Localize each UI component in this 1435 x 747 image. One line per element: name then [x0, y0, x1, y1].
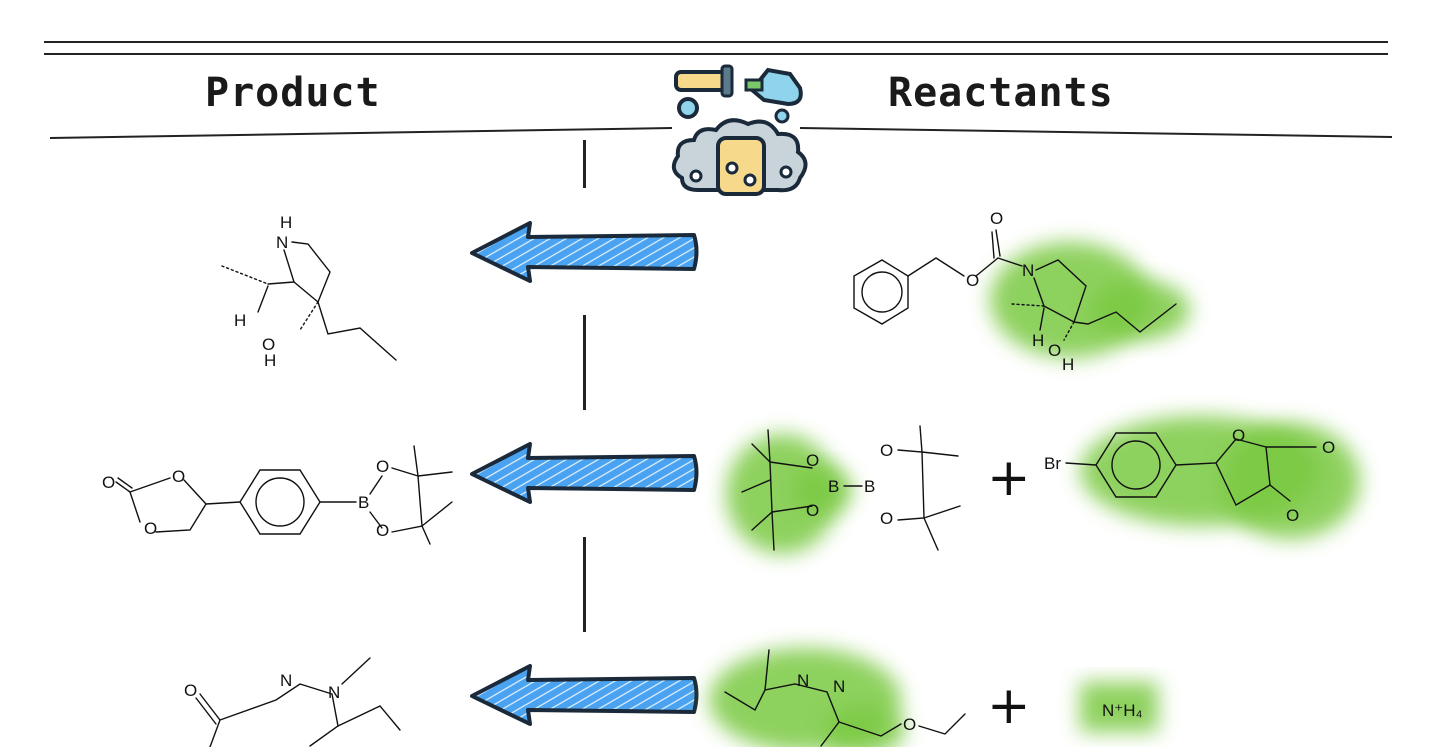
- atom-label: O: [990, 209, 1003, 228]
- atom-label: O: [102, 473, 115, 492]
- atom-label: N: [1022, 261, 1034, 280]
- ammonium-label: N⁺H₄: [1102, 701, 1143, 720]
- atom-label: O: [1286, 506, 1299, 525]
- atom-label: O: [1322, 438, 1335, 457]
- atom-label: O: [172, 467, 185, 486]
- atom-label: B: [828, 477, 839, 496]
- atom-label: O: [806, 501, 819, 520]
- reactant-molecule-3b: N⁺H₄: [1080, 682, 1158, 732]
- top-rule: [44, 41, 1388, 43]
- center-divider-2: [583, 315, 586, 410]
- atom-label: O: [880, 441, 893, 460]
- reaction-arrow-1: [470, 221, 699, 283]
- atom-label: B: [864, 477, 875, 496]
- atom-label: O: [184, 681, 197, 700]
- plus-sign-row-2: +: [987, 448, 1031, 508]
- atom-label: H: [264, 351, 276, 370]
- chemistry-lab-icon: [671, 64, 808, 196]
- product-molecule-2: O O O B O O: [102, 445, 453, 545]
- atom-label: N: [833, 677, 845, 696]
- center-divider-1: [583, 140, 586, 188]
- atom-label: N: [328, 683, 340, 702]
- center-divider-3: [583, 537, 586, 632]
- atom-label: O: [806, 451, 819, 470]
- reactant-molecule-2b: Br O O O: [1044, 416, 1360, 539]
- atom-label: O: [903, 715, 916, 734]
- atom-label: O: [262, 335, 275, 354]
- product-molecule-3: O N N: [184, 657, 401, 747]
- atom-label: Br: [1044, 454, 1061, 473]
- atom-label: B: [358, 493, 369, 512]
- atom-label: H: [1062, 355, 1074, 374]
- atom-label: N: [276, 233, 288, 252]
- atom-label: O: [376, 457, 389, 476]
- atom-label: O: [376, 521, 389, 540]
- top-rule-secondary: [44, 53, 1388, 55]
- atom-label: O: [1048, 341, 1061, 360]
- product-header: Product: [205, 70, 381, 116]
- atom-label: O: [880, 509, 893, 528]
- reactants-header: Reactants: [888, 70, 1114, 116]
- atom-label: H: [280, 213, 292, 232]
- reactant-molecule-3a: N N O: [709, 648, 966, 747]
- reaction-arrow-3: [470, 664, 699, 726]
- product-molecule-1: H N H O H: [221, 213, 397, 370]
- atom-label: O: [1232, 426, 1245, 445]
- atom-label: N: [280, 671, 292, 690]
- reactant-molecule-2a: O B B O O O: [726, 425, 961, 554]
- plus-sign-row-3: +: [987, 676, 1031, 736]
- atom-label: O: [144, 519, 157, 538]
- atom-label: N: [797, 671, 809, 690]
- atom-label: H: [234, 311, 246, 330]
- atom-label: O: [966, 271, 979, 290]
- reactant-molecule-1: O O N H O H: [853, 209, 1190, 374]
- atom-label: H: [1032, 331, 1044, 350]
- reaction-arrow-2: [470, 442, 699, 504]
- header-underline: [49, 127, 1393, 139]
